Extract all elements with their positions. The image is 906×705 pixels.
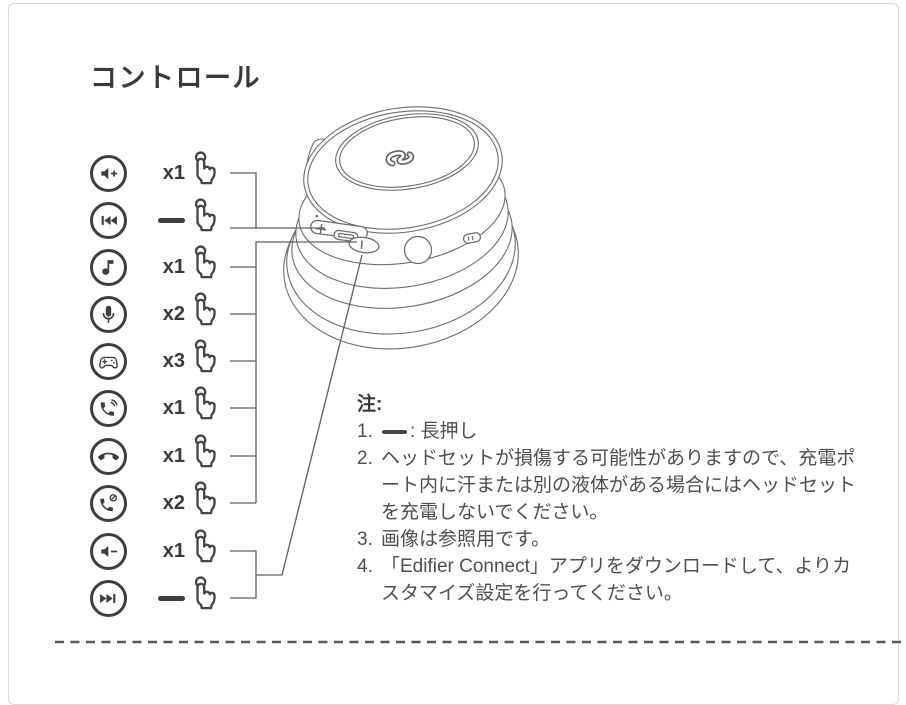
- music-note-icon: [90, 248, 127, 286]
- tap-hand-icon: [188, 433, 221, 474]
- tap-count-label: x1: [162, 256, 185, 278]
- note-number: 1.: [357, 421, 373, 442]
- volume-up-icon: [90, 154, 127, 192]
- control-row-reject-call: x2: [90, 481, 322, 525]
- tap-hand-icon: [188, 244, 221, 285]
- note-item-2: 2. ヘッドセットが損傷する可能性がありますので、充電ポート内に汗または別の液体…: [357, 445, 869, 526]
- control-row-voice-assistant: x2: [90, 292, 322, 336]
- answer-call-icon: [90, 389, 127, 427]
- microphone-icon: [90, 295, 127, 333]
- note-number: 4.: [357, 556, 373, 577]
- notes-section: 注: 1. : 長押し 2. ヘッドセットが損傷する可能性がありますので、充電ポ…: [357, 391, 869, 607]
- next-track-icon: [90, 579, 127, 617]
- tap-hand-icon: [188, 291, 221, 332]
- tap-count-label: x3: [162, 350, 185, 372]
- tap-hand-icon: [188, 480, 221, 521]
- tap-hand-icon: [188, 338, 221, 379]
- tap-count-label: x2: [162, 303, 185, 325]
- tap-hand-icon: [188, 528, 221, 569]
- control-row-game-mode: x3: [90, 339, 322, 383]
- note-item-1: 1. : 長押し: [357, 418, 869, 445]
- long-press-dash: [158, 596, 185, 602]
- tap-count-label: x1: [162, 445, 185, 467]
- note-text: : 長押し: [381, 418, 869, 445]
- control-row-volume-down: x1: [90, 529, 322, 573]
- note-item-4: 4. 「Edifier Connect」アプリをダウンロードして、よりカスタマイ…: [357, 553, 869, 607]
- note-number: 3.: [357, 529, 373, 550]
- tap-count-label: x2: [162, 492, 185, 514]
- tap-hand-icon: [188, 385, 221, 426]
- control-row-next-track: [90, 576, 322, 620]
- tap-count-label: x1: [162, 540, 185, 562]
- control-row-volume-up: x1: [90, 151, 322, 195]
- note-text: 「Edifier Connect」アプリをダウンロードして、よりカスタマイズ設定…: [381, 556, 852, 604]
- control-row-answer-call: x1: [90, 386, 322, 430]
- tap-hand-icon: [188, 150, 221, 191]
- note-text: 画像は参照用です。: [381, 529, 551, 550]
- notes-heading: 注:: [357, 394, 383, 415]
- game-controller-icon: [90, 342, 127, 380]
- reject-call-icon: [90, 484, 127, 522]
- note-number: 2.: [357, 448, 373, 469]
- control-row-end-call: x1: [90, 434, 322, 478]
- volume-down-icon: [90, 532, 127, 570]
- end-call-icon: [90, 437, 127, 475]
- control-row-play-pause: x1: [90, 245, 322, 289]
- tap-count-label: x1: [162, 162, 185, 184]
- long-press-label: [139, 588, 185, 608]
- tap-hand-icon: [188, 197, 221, 238]
- note-text: ヘッドセットが損傷する可能性がありますので、充電ポート内に汗または別の液体がある…: [381, 448, 857, 523]
- previous-track-icon: [90, 201, 127, 239]
- page-title: コントロール: [90, 63, 261, 93]
- long-press-dash-symbol: [382, 429, 407, 434]
- long-press-label: [139, 210, 185, 230]
- control-row-previous-track: [90, 198, 322, 242]
- tap-count-label: x1: [162, 397, 185, 419]
- tap-hand-icon: [188, 575, 221, 616]
- long-press-dash: [158, 218, 185, 224]
- note-item-3: 3. 画像は参照用です。: [357, 526, 869, 553]
